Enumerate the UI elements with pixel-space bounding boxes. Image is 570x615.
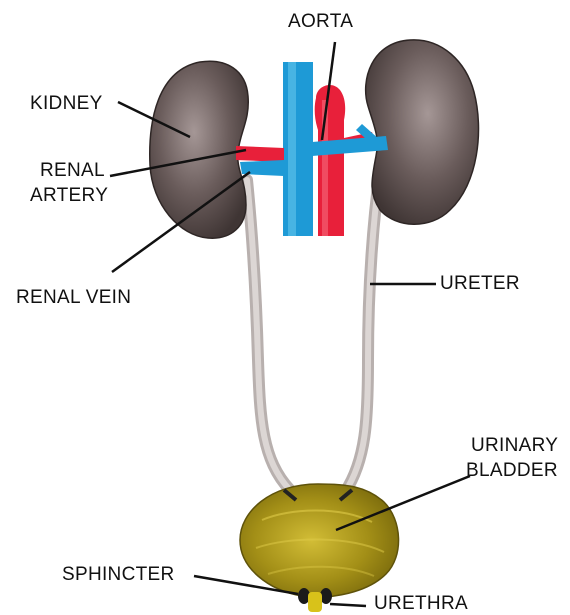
label-sphincter: SPHINCTER <box>62 564 175 586</box>
label-renal-artery-line2: ARTERY <box>30 185 108 207</box>
left-renal-artery <box>236 146 284 162</box>
label-urinary-bladder-line1: URINARY <box>471 435 558 457</box>
left-kidney <box>150 61 249 238</box>
right-kidney <box>366 40 479 224</box>
vena-cava <box>283 62 313 236</box>
label-ureter: URETER <box>440 273 520 295</box>
label-renal-artery-line1: RENAL <box>40 160 105 182</box>
urinary-bladder <box>240 484 399 597</box>
label-urinary-bladder-line2: BLADDER <box>466 460 558 482</box>
label-urethra: URETHRA <box>374 593 468 615</box>
urethra-tube <box>308 592 322 612</box>
label-kidney: KIDNEY <box>30 93 103 115</box>
label-renal-vein: RENAL VEIN <box>16 287 131 309</box>
label-aorta: AORTA <box>288 11 353 33</box>
aorta-vessel <box>315 85 346 236</box>
